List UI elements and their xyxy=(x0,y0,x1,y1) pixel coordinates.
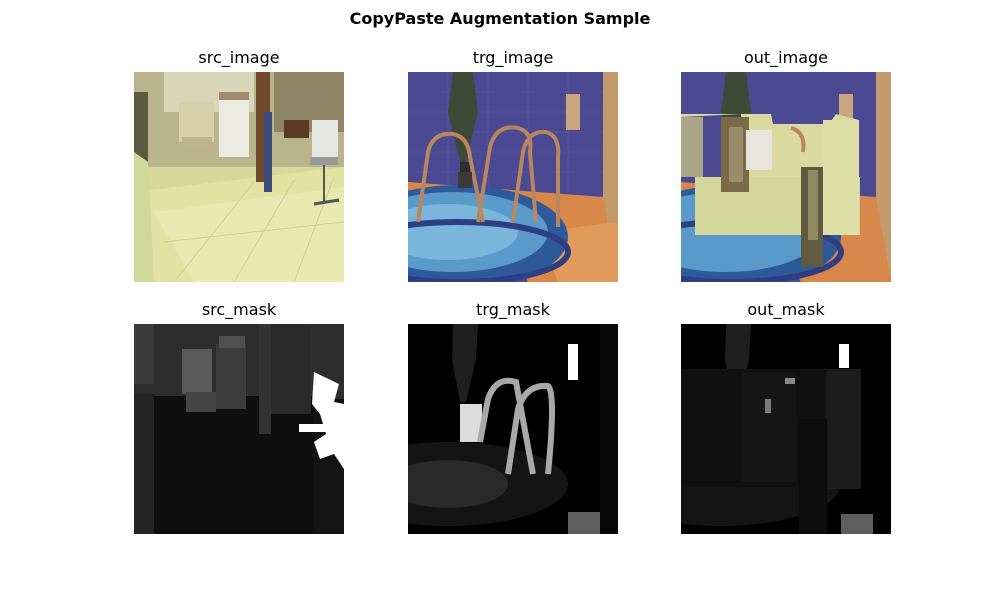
out-image-panel xyxy=(681,72,891,282)
out-image-title: out_image xyxy=(743,48,829,67)
src-image-panel xyxy=(134,72,344,282)
trg-image-photo xyxy=(408,72,618,282)
src-mask-panel xyxy=(134,324,344,534)
out-mask-title: out_mask xyxy=(747,300,825,319)
trg-image-title: trg_image xyxy=(472,48,554,67)
trg-image-panel xyxy=(408,72,618,282)
figure-title: CopyPaste Augmentation Sample xyxy=(349,9,651,28)
src-image-photo xyxy=(134,72,344,282)
src-image-title: src_image xyxy=(198,48,280,67)
trg-mask-image xyxy=(408,324,618,534)
out-mask-panel xyxy=(681,324,891,534)
trg-mask-panel xyxy=(408,324,618,534)
src-mask-image xyxy=(134,324,344,534)
trg-mask-title: trg_mask xyxy=(476,300,550,319)
src-mask-title: src_mask xyxy=(201,300,277,319)
out-mask-image xyxy=(681,324,891,534)
out-image-photo xyxy=(681,72,891,282)
